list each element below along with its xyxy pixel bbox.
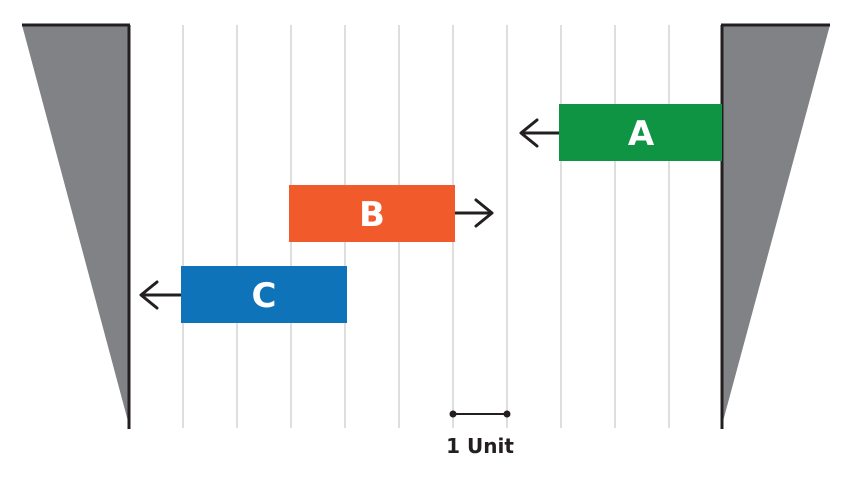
block-c-label: C — [252, 276, 277, 316]
scale-bar-end-dot — [503, 410, 511, 418]
scale-bar: 1 Unit — [446, 410, 514, 458]
block-c-body — [181, 266, 347, 323]
block-a-body — [559, 104, 722, 161]
block-a-label: A — [628, 114, 655, 154]
block-c: C — [139, 266, 347, 323]
left-wall — [22, 23, 131, 429]
block-b-body — [289, 185, 455, 242]
scale-bar-start-dot — [449, 410, 457, 418]
scale-bar-label: 1 Unit — [446, 434, 514, 458]
block-b: B — [289, 185, 494, 242]
block-b-label: B — [359, 195, 385, 235]
right-wall-wedge — [722, 25, 830, 425]
block-a: A — [519, 104, 722, 161]
right-wall — [720, 23, 830, 429]
left-wall-wedge — [22, 25, 129, 425]
